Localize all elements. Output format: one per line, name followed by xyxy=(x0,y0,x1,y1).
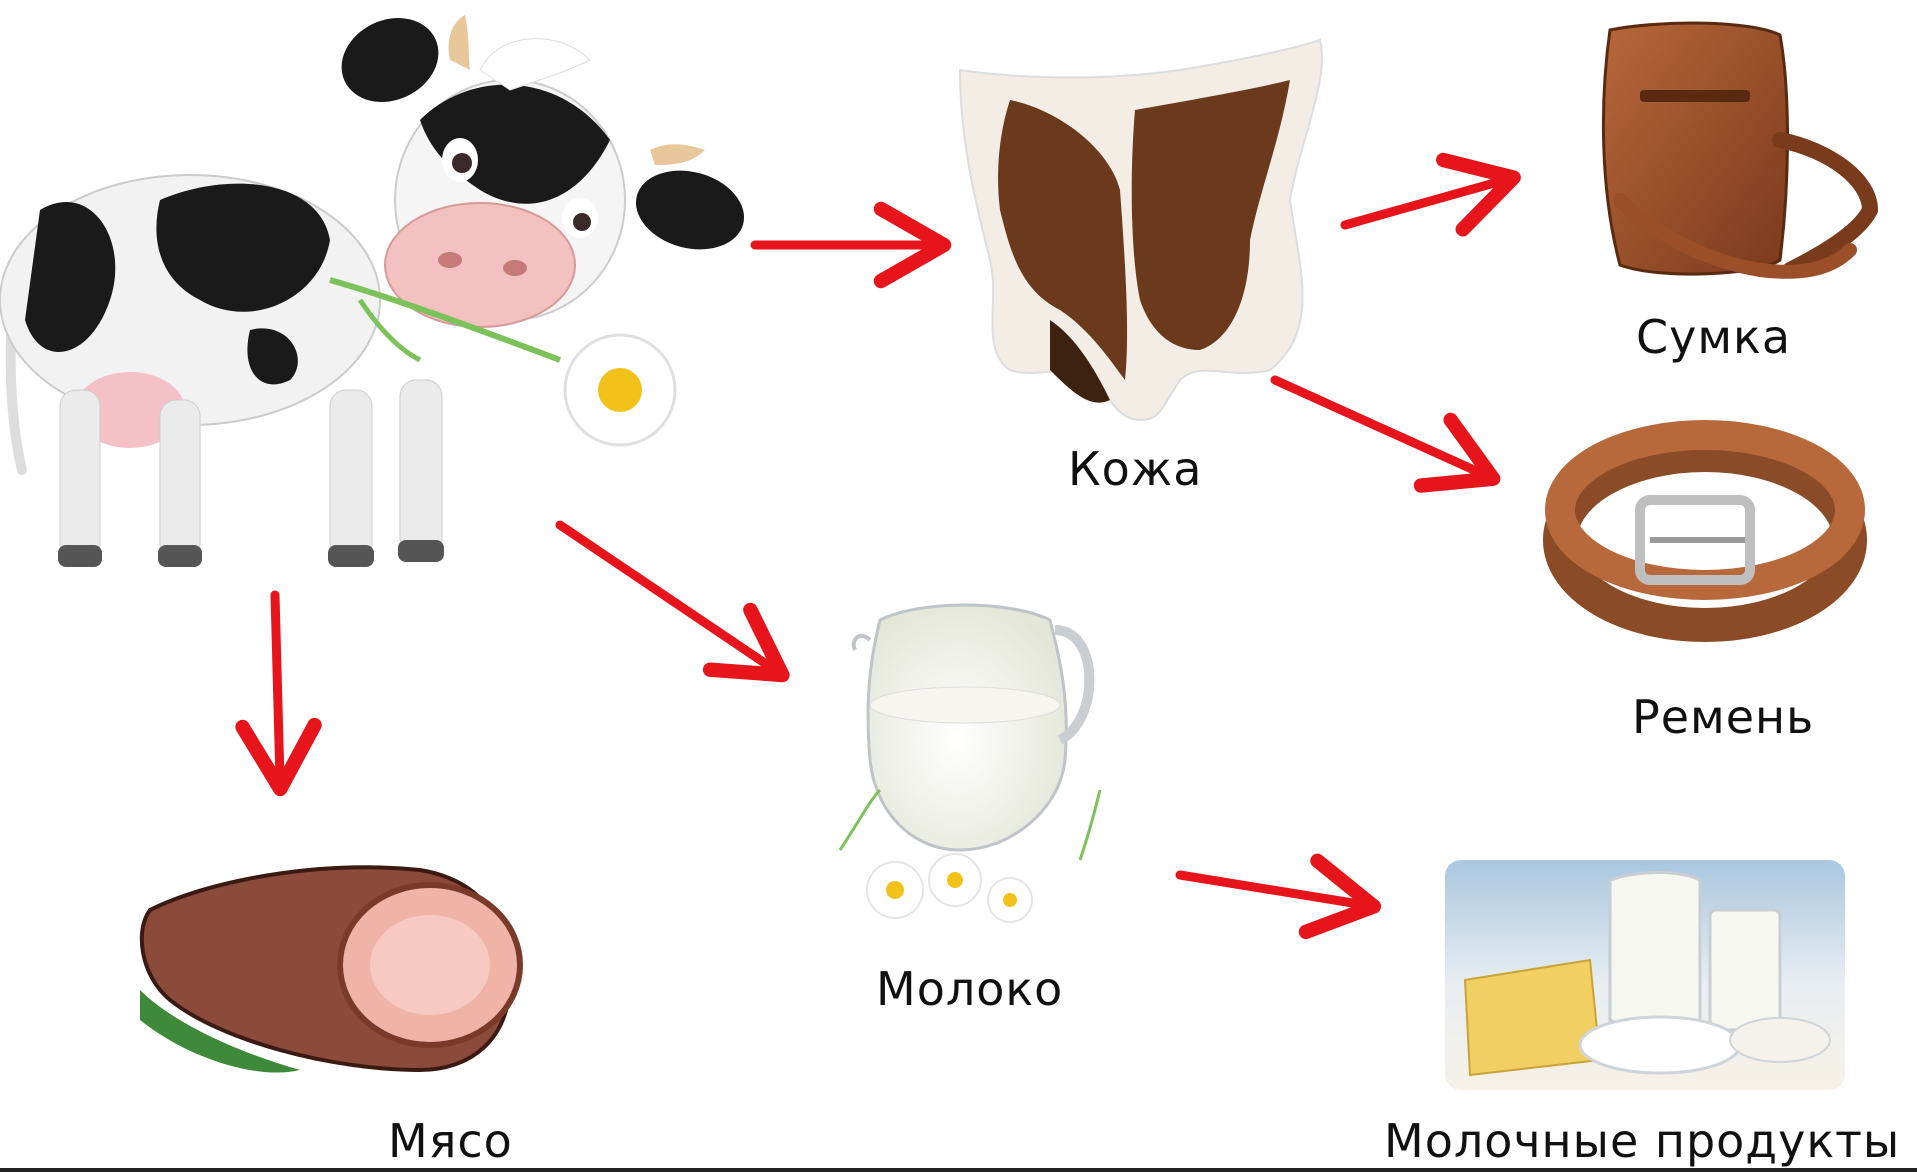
label-hide: Кожа xyxy=(1068,442,1202,496)
label-milk: Молоко xyxy=(876,962,1063,1016)
arrow-milk-to-dairy xyxy=(1180,875,1365,905)
meat-illustration xyxy=(140,867,520,1072)
bottom-border xyxy=(0,1168,1917,1172)
belt-illustration xyxy=(1560,435,1850,625)
label-dairy-products: Молочные продукты xyxy=(1384,1114,1900,1168)
cow-illustration xyxy=(0,3,753,567)
arrow-hide-to-bag xyxy=(1345,180,1505,225)
label-bag: Сумка xyxy=(1636,310,1791,364)
label-belt: Ремень xyxy=(1632,690,1814,744)
arrow-cow-to-milk xyxy=(560,525,775,670)
milk-jug-illustration xyxy=(840,605,1100,922)
arrow-cow-to-meat xyxy=(275,595,280,780)
label-meat: Мясо xyxy=(388,1114,513,1168)
bag-illustration xyxy=(1603,23,1870,274)
arrow-hide-to-belt xyxy=(1275,380,1485,475)
hide-illustration xyxy=(960,40,1322,420)
dairy-products-illustration xyxy=(1445,860,1845,1090)
